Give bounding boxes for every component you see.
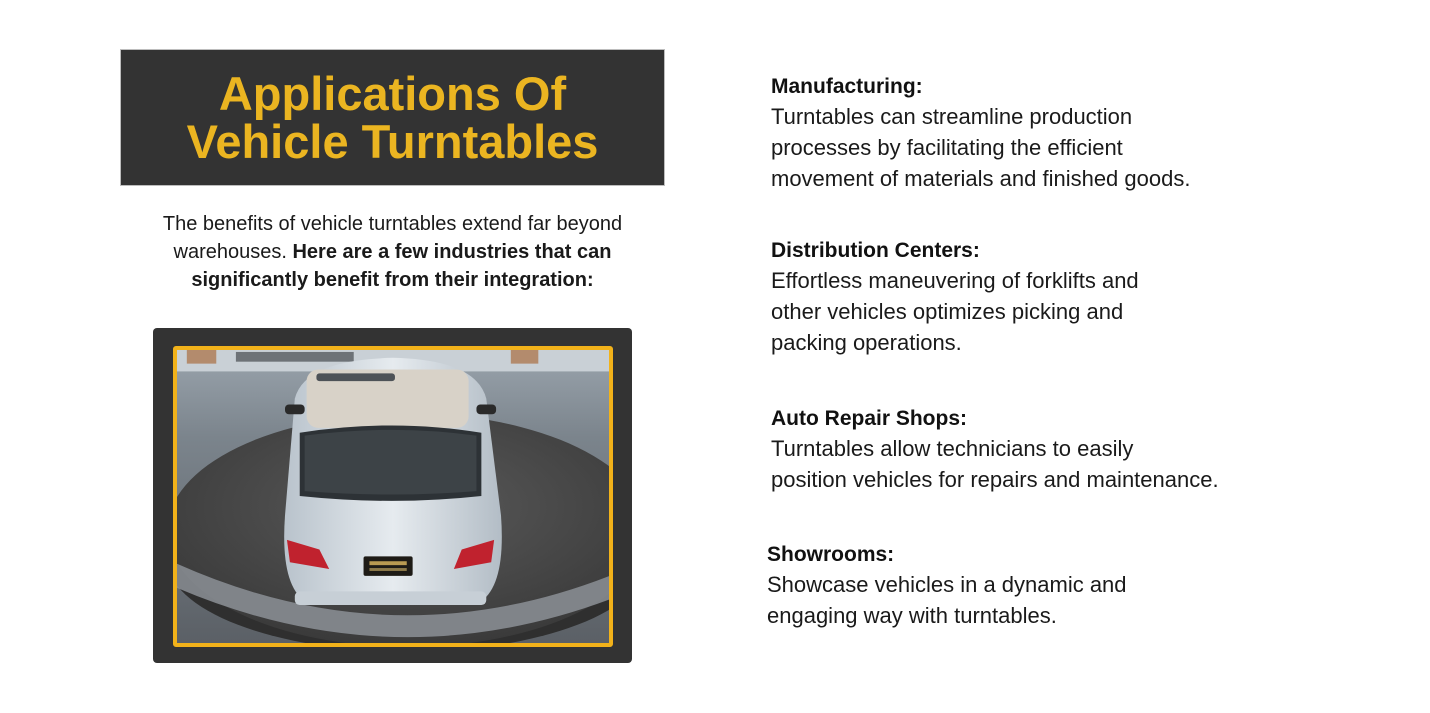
intro-line-1: The benefits of vehicle turntables exten… [162, 213, 623, 235]
description-line: engaging way with turntables. [767, 603, 1057, 628]
description-line: packing operations. [771, 330, 962, 355]
description-line: Turntables can streamline production [771, 104, 1133, 129]
intro-line-2-regular: warehouses. [173, 241, 293, 263]
industry-description: Showcase vehicles in a dynamic and engag… [767, 569, 1327, 631]
description-line: processes by facilitating the efficient [771, 135, 1123, 160]
description-line: Effortless maneuvering of forklifts and [771, 268, 1139, 293]
intro-line-3-bold: significantly benefit from their integra… [191, 269, 594, 291]
description-line: movement of materials and finished goods… [771, 166, 1191, 191]
photo-frame [153, 328, 632, 663]
industry-manufacturing: Manufacturing: Turntables can streamline… [771, 72, 1331, 194]
industry-title: Showrooms: [767, 543, 895, 566]
industry-auto-repair-shops: Auto Repair Shops: Turntables allow tech… [771, 404, 1331, 495]
industry-showrooms: Showrooms: Showcase vehicles in a dynami… [767, 540, 1327, 631]
industry-description: Effortless maneuvering of forklifts and … [771, 265, 1331, 358]
industry-description: Turntables allow technicians to easily p… [771, 433, 1331, 495]
intro-line-3: significantly benefit from their integra… [120, 266, 665, 294]
industry-title: Auto Repair Shops: [771, 407, 968, 430]
title-banner: Applications Of Vehicle Turntables [120, 49, 665, 186]
intro-line-2: warehouses. Here are a few industries th… [120, 238, 665, 266]
description-line: other vehicles optimizes picking and [771, 299, 1124, 324]
industry-title: Distribution Centers: [771, 239, 980, 262]
intro-line-2-bold: Here are a few industries that can [292, 241, 612, 263]
description-line: Turntables allow technicians to easily [771, 436, 1134, 461]
description-line: position vehicles for repairs and mainte… [771, 467, 1219, 492]
intro-paragraph: The benefits of vehicle turntables exten… [120, 210, 665, 294]
industry-distribution-centers: Distribution Centers: Effortless maneuve… [771, 236, 1331, 358]
page-title-line-2: Vehicle Turntables [186, 114, 599, 168]
page-title-line-1: Applications Of [218, 66, 567, 120]
car-turntable-photo [173, 346, 613, 647]
industry-title: Manufacturing: [771, 75, 923, 98]
car-on-turntable-illustration [177, 350, 609, 643]
industry-description: Turntables can streamline production pro… [771, 101, 1331, 194]
description-line: Showcase vehicles in a dynamic and [767, 572, 1127, 597]
